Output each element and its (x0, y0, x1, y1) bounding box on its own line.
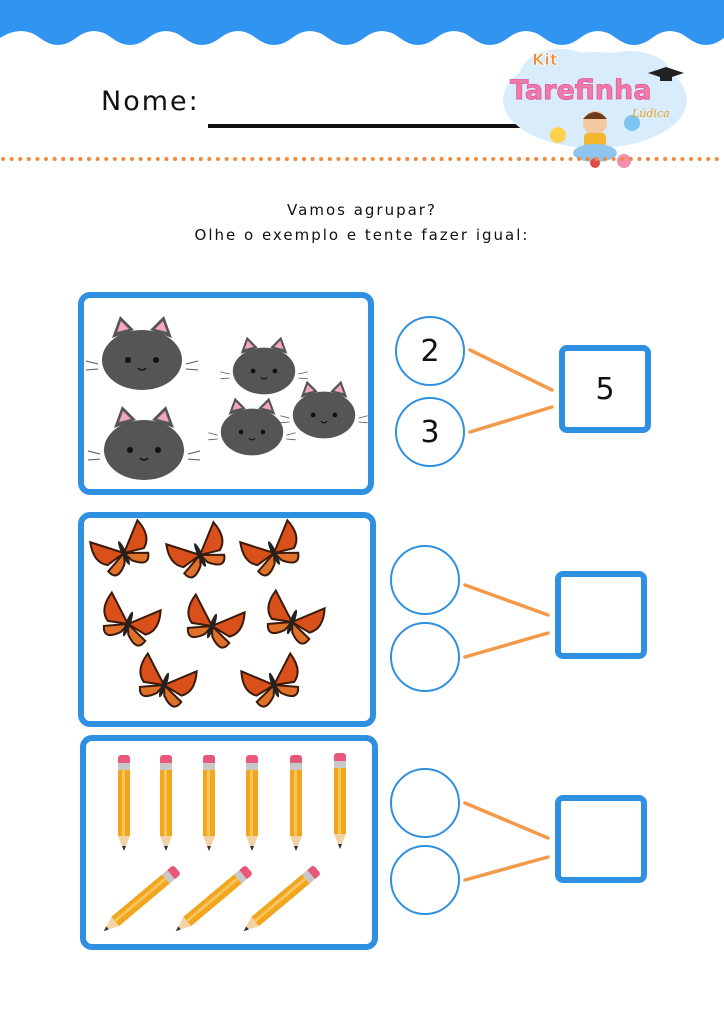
pencil-icon (290, 755, 302, 851)
cat-icon (87, 405, 201, 481)
instruction-line-2: Olhe o exemplo e tente fazer igual: (194, 226, 530, 244)
group-panel-cats (78, 292, 374, 495)
kit-tarefinha-logo: Kit Tarefinha Lúdica (500, 45, 690, 175)
sum-box[interactable] (555, 571, 647, 659)
butterfly-icon (237, 518, 308, 582)
pencil-icon (160, 755, 172, 851)
butterfly-icon (238, 651, 308, 712)
butterfly-icon (130, 651, 200, 712)
pencil-icon (334, 753, 346, 849)
name-label: Nome: (101, 86, 200, 117)
butterfly-icon (163, 520, 234, 584)
butterfly-icon (94, 590, 164, 651)
pencil-icon (203, 755, 215, 851)
pencil-icon (118, 755, 130, 851)
butterfly-icon (87, 518, 158, 582)
pencil-icon (171, 864, 254, 936)
cats-illustration (85, 315, 369, 481)
logo-text-kit: Kit (532, 50, 558, 69)
pencil-icon (99, 864, 182, 936)
addend-circle-a[interactable]: 2 (395, 316, 465, 386)
sum-box[interactable] (555, 795, 647, 883)
group-panel-pencils (80, 735, 378, 950)
sum-box[interactable]: 5 (559, 345, 651, 433)
addend-circle-a[interactable] (390, 768, 460, 838)
pencil-icon (239, 864, 322, 936)
logo-text-ludica: Lúdica (631, 107, 670, 120)
instruction-line-1: Vamos agrupar? (287, 201, 437, 219)
logo-graphic: Kit Tarefinha Lúdica (503, 49, 687, 168)
cat-icon (279, 380, 369, 439)
header-wave (0, 0, 724, 45)
pencils-illustration (99, 753, 346, 936)
addend-circle-b[interactable] (390, 845, 460, 915)
cat-icon (207, 397, 297, 456)
name-input-line[interactable] (208, 124, 524, 128)
cat-icon (219, 336, 309, 395)
butterfly-icon (178, 592, 248, 653)
addend-circle-b[interactable]: 3 (395, 397, 465, 467)
butterfly-icon (258, 588, 328, 649)
pencil-icon (246, 755, 258, 851)
addend-circle-b[interactable] (390, 622, 460, 692)
cat-icon (85, 315, 199, 391)
butterflies-illustration (87, 518, 328, 712)
group-panel-butterflies (78, 512, 376, 727)
logo-text-tarefinha: Tarefinha (510, 75, 651, 106)
addend-circle-a[interactable] (390, 545, 460, 615)
dotted-separator (1, 157, 724, 161)
